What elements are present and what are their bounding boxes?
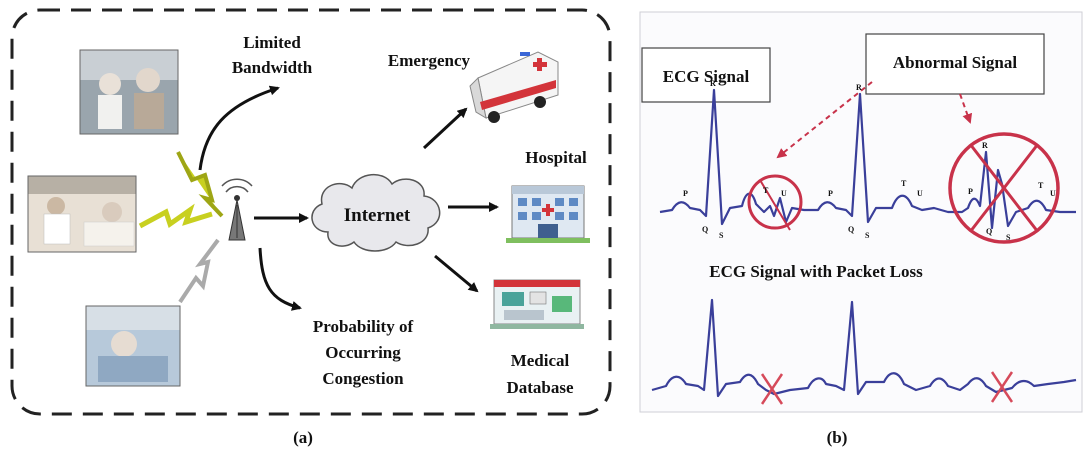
arrow-to-congestion xyxy=(258,247,302,311)
hospital-label: Hospital xyxy=(525,148,587,167)
probability-label-line-1: Probability of xyxy=(313,317,414,336)
ecg-packet-loss-label: ECG Signal with Packet Loss xyxy=(709,262,923,281)
packet-loss-cross-1-b xyxy=(760,373,784,405)
wireless-link-zigzag-bottom xyxy=(178,238,220,304)
limited-bandwidth-label-line-1: Limited xyxy=(243,33,301,52)
panel-a-caption: (a) xyxy=(293,428,313,447)
wave-letter-q-1: Q xyxy=(702,225,708,234)
arrow-to-medical-database xyxy=(434,254,479,293)
ecg-signal-label-box xyxy=(641,47,771,103)
wave-letter-p-3: P xyxy=(968,187,973,196)
hospital-building-icon xyxy=(506,185,590,243)
internet-label: Internet xyxy=(344,205,411,226)
wave-letter-r-2: R xyxy=(856,83,862,92)
probability-label-line-3: Congestion xyxy=(322,369,404,388)
wave-letter-u-1: U xyxy=(781,189,787,198)
ambulance-icon xyxy=(469,51,559,123)
wireless-link-zigzag-middle xyxy=(138,203,213,229)
antenna-tower-icon xyxy=(221,178,253,241)
panel-a-dashed-border xyxy=(10,8,612,416)
wave-letter-u-2: U xyxy=(917,189,923,198)
elderly-couple-photo xyxy=(79,49,179,135)
abnormal-region-cross-small-a xyxy=(759,179,791,231)
abnormal-pointer-arrow-left xyxy=(776,81,873,159)
wave-letter-q-2: Q xyxy=(848,225,854,234)
abnormal-signal-label-box xyxy=(865,33,1045,95)
ecg-trace-packet-loss xyxy=(651,298,1077,398)
arrow-to-limited-bandwidth xyxy=(198,85,280,171)
medical-database-label-line-2: Database xyxy=(506,378,574,397)
packet-loss-cross-2-b xyxy=(990,371,1014,403)
emergency-label: Emergency xyxy=(388,51,471,70)
wave-letter-t-3: T xyxy=(1038,181,1044,190)
arrow-to-emergency xyxy=(422,107,468,150)
cloud-icon xyxy=(311,174,441,252)
probability-label-line-2: Occurring xyxy=(325,343,401,362)
wave-letter-p-1: P xyxy=(683,189,688,198)
ecg-signal-label: ECG Signal xyxy=(663,67,750,86)
limited-bandwidth-label-line-2: Bandwidth xyxy=(232,58,313,77)
wave-letter-s-1: S xyxy=(719,231,724,240)
clinic-patient-photo xyxy=(27,175,137,253)
abnormal-signal-label: Abnormal Signal xyxy=(893,53,1017,72)
wave-letter-r-1: R xyxy=(710,79,716,88)
wave-letter-q-3: Q xyxy=(986,227,992,236)
abnormal-pointer-arrow-right xyxy=(959,93,973,124)
wireless-link-zigzag-top xyxy=(176,151,224,218)
wave-letter-t-2: T xyxy=(901,179,907,188)
medical-database-label-line-1: Medical xyxy=(511,351,570,370)
wave-letter-u-3: U xyxy=(1050,189,1056,198)
abnormal-region-cross-large-b xyxy=(968,143,1040,233)
wave-letter-s-3: S xyxy=(1006,233,1011,242)
panel-a: Internet xyxy=(10,8,612,447)
wave-letter-t-1: T xyxy=(763,186,769,195)
abnormal-region-circle-small xyxy=(747,174,803,230)
panel-b: ECG Signal Abnormal Signal P Q R S T U P… xyxy=(639,11,1083,447)
panel-b-caption: (b) xyxy=(827,428,848,447)
wave-letter-p-2: P xyxy=(828,189,833,198)
wave-letter-s-2: S xyxy=(865,231,870,240)
wave-letter-r-3: R xyxy=(982,141,988,150)
bedridden-patient-photo xyxy=(85,305,181,387)
ecg-trace-normal xyxy=(659,88,1076,230)
abnormal-region-circle-large xyxy=(948,132,1060,244)
medical-database-icon xyxy=(490,279,584,329)
